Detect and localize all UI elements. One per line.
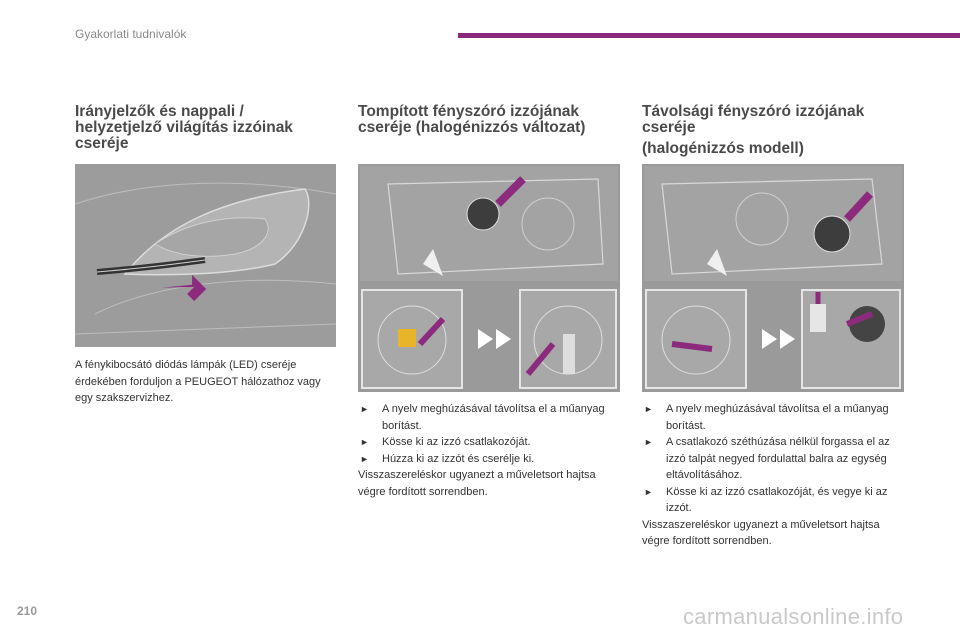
col1-paragraph: A fénykibocsátó diódás lámpák (LED) cser…: [75, 359, 321, 404]
step-list: ►A nyelv meghúzásával távolítsa el a műa…: [642, 401, 904, 517]
list-item: ►Húzza ki az izzót és cserélje ki.: [358, 451, 620, 468]
list-item: ►A nyelv meghúzásával távolítsa el a műa…: [360, 403, 605, 432]
bullet-icon: ►: [644, 404, 653, 414]
figure-low-beam: [358, 164, 620, 392]
figure-headlamp-led: [75, 164, 336, 347]
bullet-icon: ►: [644, 437, 653, 447]
col2-note: Visszaszereléskor ugyanezt a műveletsort…: [358, 469, 596, 498]
section-heading-low-beam: Tompított fényszóró izzójának cseréje (h…: [358, 103, 586, 136]
list-item: ►Kösse ki az izzó csatlakozóját, és vegy…: [644, 485, 888, 515]
watermark: carmanualsonline.info: [683, 604, 904, 629]
col2-steps-block: ►A nyelv meghúzásával távolítsa el a műa…: [358, 401, 620, 500]
list-item: ►A nyelv meghúzásával távolítsa el a műa…: [644, 403, 889, 432]
bullet-icon: ►: [360, 453, 369, 464]
bullet-icon: ►: [360, 404, 369, 414]
col3-steps-block: ►A nyelv meghúzásával távolítsa el a műa…: [642, 401, 904, 550]
section-heading-indicators: Irányjelzők és nappali / helyzetjelző vi…: [75, 103, 293, 152]
header-accent-bar: [458, 33, 960, 38]
header-title: Gyakorlati tudnivalók: [75, 27, 187, 41]
list-item: ►Kösse ki az izzó csatlakozóját.: [358, 434, 620, 451]
page-number: 210: [17, 604, 38, 618]
col3-note: Visszaszereléskor ugyanezt a műveletsort…: [642, 518, 880, 548]
section-subheading-high-beam: (halogénizzós modell): [642, 140, 804, 157]
section-heading-high-beam: Távolsági fényszóró izzójának cseréje: [642, 103, 865, 136]
bullet-icon: ►: [360, 437, 369, 447]
step-list: ►A nyelv meghúzásával távolítsa el a műa…: [358, 401, 620, 467]
list-item: ►A csatlakozó széthúzása nélkül forgassa…: [644, 436, 890, 481]
figure-high-beam: [642, 164, 904, 392]
bullet-icon: ►: [644, 486, 653, 497]
